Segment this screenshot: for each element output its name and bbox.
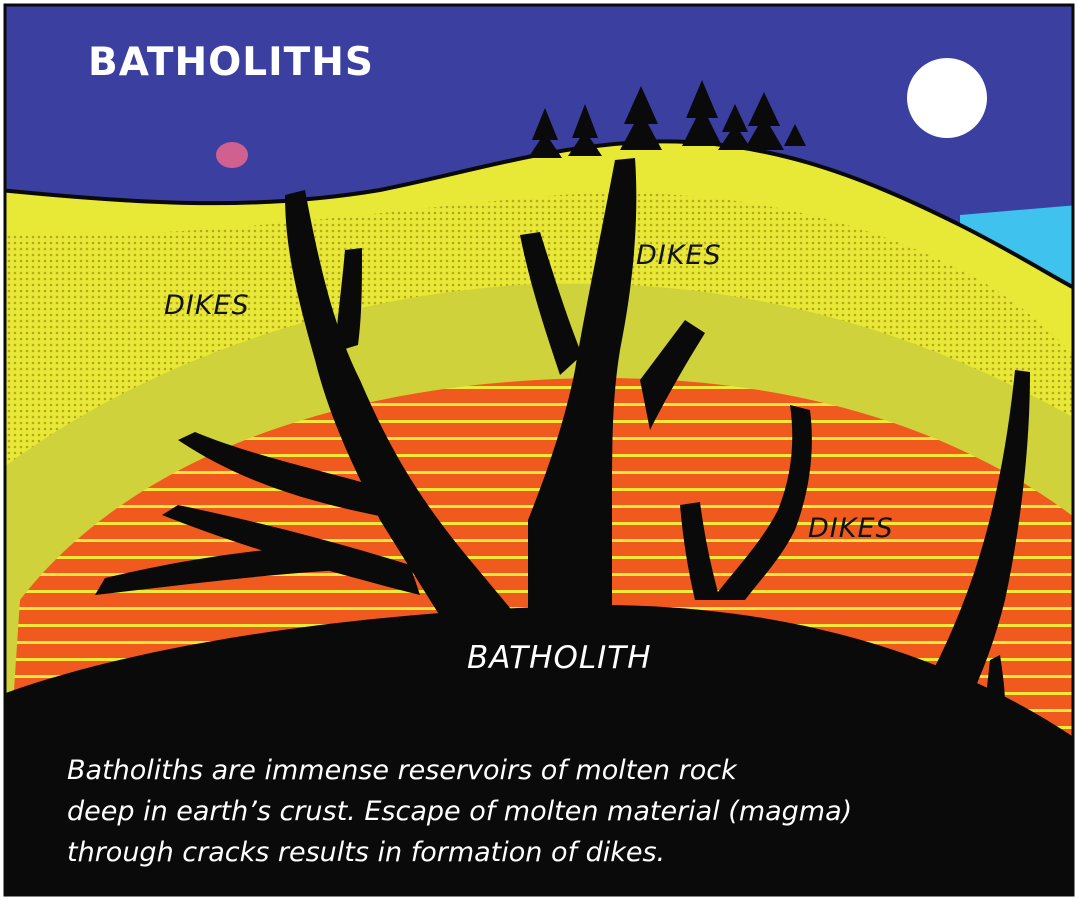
dikes-label-left: DIKES bbox=[164, 290, 250, 321]
diagram-title: BATHOLITHS bbox=[88, 40, 374, 85]
caption-line-3: through cracks results in formation of d… bbox=[67, 832, 1017, 873]
moon bbox=[907, 58, 987, 138]
dikes-label-top: DIKES bbox=[636, 240, 722, 271]
batholith-label: BATHOLITH bbox=[467, 640, 652, 676]
caption-line-2: deep in earth’s crust. Escape of molten … bbox=[67, 791, 1017, 832]
dikes-label-right: DIKES bbox=[808, 513, 894, 544]
caption-line-1: Batholiths are immense reservoirs of mol… bbox=[67, 750, 1017, 791]
planet bbox=[216, 142, 248, 168]
caption: Batholiths are immense reservoirs of mol… bbox=[67, 750, 1017, 873]
